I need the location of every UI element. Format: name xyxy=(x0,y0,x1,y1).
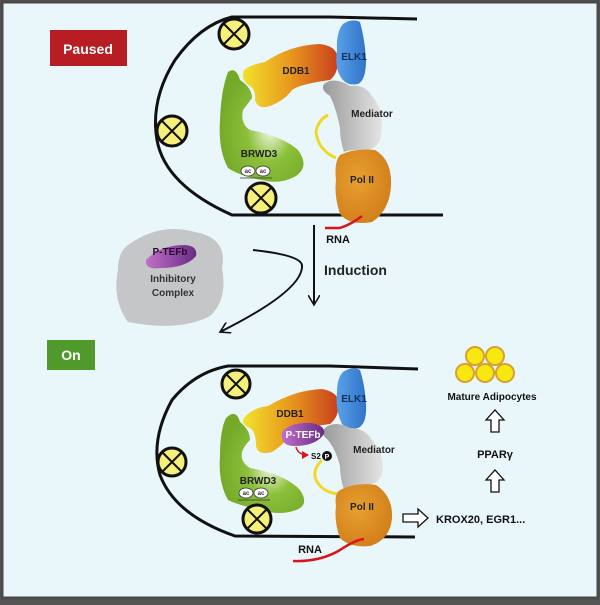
brwd3-protein xyxy=(219,70,304,182)
ptefb-protein xyxy=(281,422,325,446)
ddb1-label: DDB1 xyxy=(282,66,310,77)
nucleosome-icon xyxy=(156,446,188,478)
ctd-tail xyxy=(314,113,337,160)
dna-strand xyxy=(153,15,443,217)
inhibitory-complex xyxy=(116,228,224,326)
s2-label: S2 xyxy=(311,452,321,461)
nucleosome-icon xyxy=(220,368,252,400)
ptefb-label: P-TEFb xyxy=(286,430,321,441)
genes-label: KROX20, EGR1... xyxy=(436,514,525,526)
nucleosome-icon xyxy=(244,181,278,215)
elk1-protein xyxy=(336,20,366,85)
inhibitory-label-2: Complex xyxy=(152,288,195,299)
induction-label: Induction xyxy=(324,262,387,278)
ac-label: ac xyxy=(260,169,267,175)
ptefb-label: P-TEFb xyxy=(153,247,188,258)
paused-panel: Paused BRWD3 DDB1 ELK1 Mediator Pol II R… xyxy=(50,15,443,246)
hollow-arrow-up-icon xyxy=(484,469,506,493)
outcome-label: Mature Adipocytes xyxy=(447,392,537,403)
ddb1-label: DDB1 xyxy=(276,409,304,420)
brwd3-label: BRWD3 xyxy=(241,149,278,160)
on-panel: On BRWD3 DDB1 ELK1 Mediator P-TEFb S2 P … xyxy=(47,340,537,563)
ddb1-protein xyxy=(242,44,338,108)
elk1-label: ELK1 xyxy=(341,394,367,405)
paused-badge xyxy=(50,30,127,66)
phosphate-label: P xyxy=(325,454,330,461)
pol2-label: Pol II xyxy=(350,502,374,513)
nucleosome-icon xyxy=(217,17,251,51)
ac-label: ac xyxy=(245,169,252,175)
mediator-label: Mediator xyxy=(351,109,393,120)
brwd3-label: BRWD3 xyxy=(240,476,277,487)
ac-label: ac xyxy=(243,491,250,497)
mediator-protein xyxy=(322,80,382,152)
nucleosome-icon xyxy=(241,503,273,535)
mediator-label: Mediator xyxy=(353,445,395,456)
pol2-protein xyxy=(335,149,392,223)
rna-strand xyxy=(292,537,365,563)
brwd3-protein xyxy=(219,413,305,513)
paused-label: Paused xyxy=(63,41,113,57)
inhibitory-label-1: Inhibitory xyxy=(150,274,196,285)
release-arrow xyxy=(220,249,304,332)
elk1-label: ELK1 xyxy=(341,52,367,63)
transition: P-TEFb Inhibitory Complex Induction xyxy=(116,225,387,332)
ctd-tail xyxy=(313,458,339,496)
hollow-arrow-right-icon xyxy=(402,507,429,529)
elk1-protein xyxy=(336,368,367,429)
rna-label: RNA xyxy=(326,234,350,246)
on-label: On xyxy=(61,347,80,363)
dna-strand xyxy=(155,364,419,539)
ac-label: ac xyxy=(258,491,265,497)
nucleosome-icon xyxy=(155,114,189,148)
mediator-protein xyxy=(323,424,383,490)
adipocytes-icon xyxy=(455,346,515,383)
acetylation-marks: ac ac xyxy=(238,487,270,501)
pol2-label: Pol II xyxy=(350,175,374,186)
ddb1-protein xyxy=(242,389,339,454)
rna-label: RNA xyxy=(298,544,322,556)
hollow-arrow-up-icon xyxy=(484,409,506,433)
phosphate-icon xyxy=(322,451,332,461)
pol2-protein xyxy=(335,484,393,547)
rna-strand xyxy=(325,215,363,230)
ppar-label: PPARγ xyxy=(477,449,514,461)
ptefb-protein xyxy=(145,245,197,269)
phosphorylation-arrow xyxy=(295,446,309,459)
on-badge xyxy=(47,340,95,370)
acetylation-marks: ac ac xyxy=(240,165,272,179)
